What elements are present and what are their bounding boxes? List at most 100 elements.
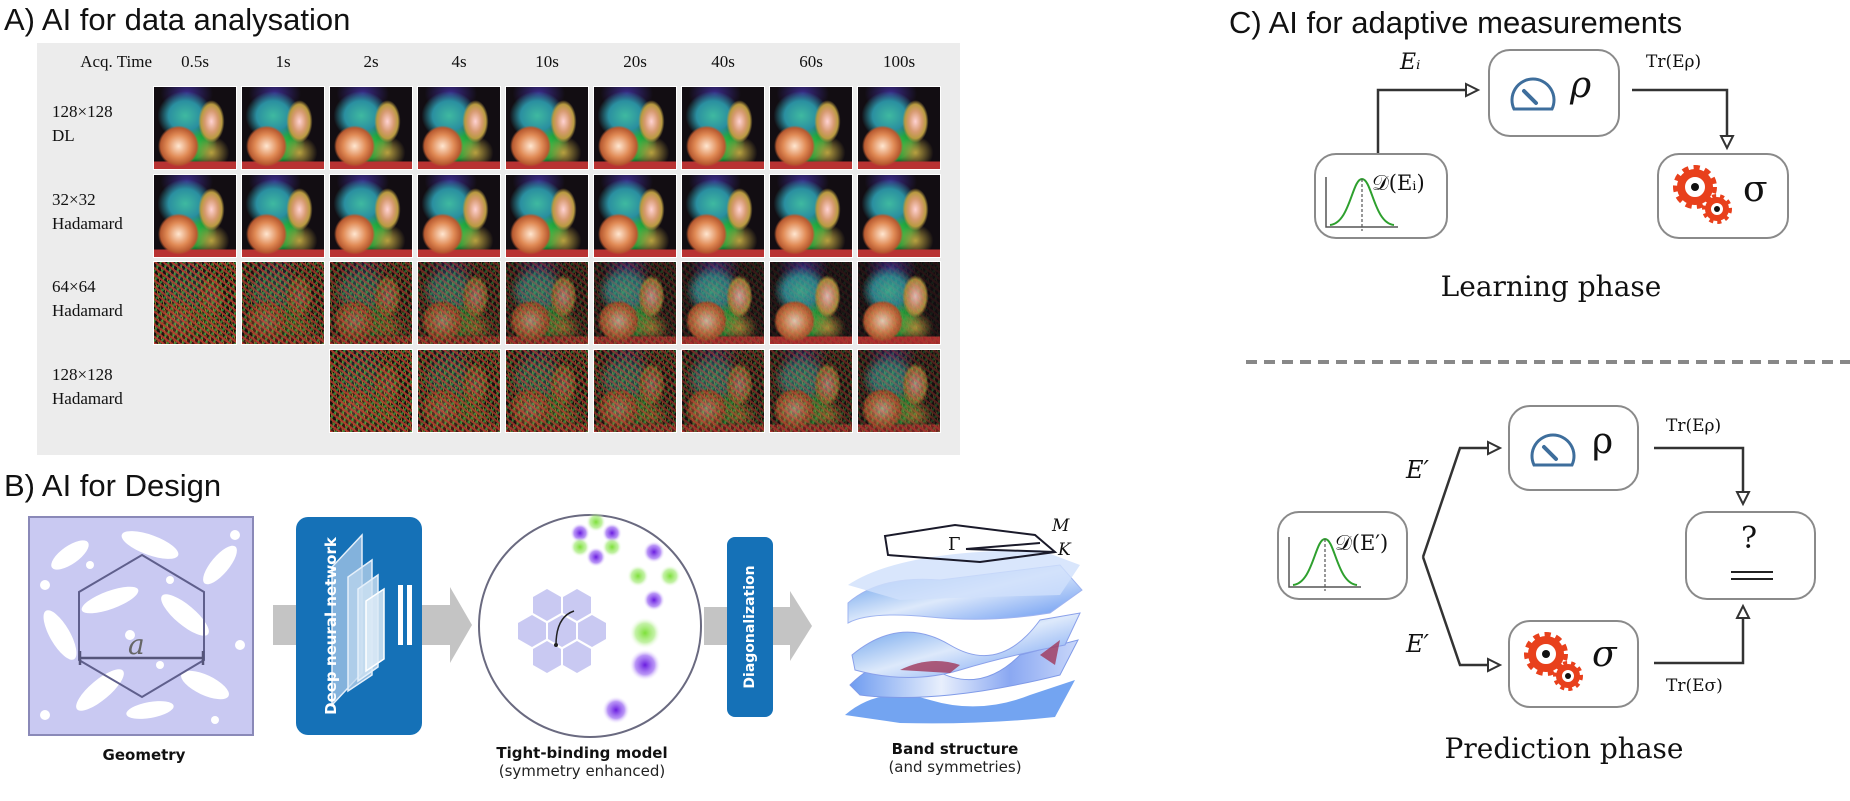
input-e-i-label: Eᵢ [1400,50,1421,75]
geometry-lattice [28,516,254,736]
reconstructed-image-thumbnail [769,174,853,258]
row-label-line1: 128×128 [52,102,113,121]
reconstructed-image-thumbnail [417,349,501,433]
reconstructed-image-thumbnail [857,174,941,258]
reconstructed-image-thumbnail [769,261,853,345]
distribution-curve-icon [1325,177,1398,231]
column-header: 4s [451,52,467,71]
distribution-label: 𝒟(Eᵢ) [1372,171,1425,195]
acq-time-label: Acq. Time [80,52,152,71]
trace-sigma-label: Tr(Eσ) [1666,676,1723,696]
geometry-caption: Geometry [103,746,186,764]
diagonalization-box [727,537,773,717]
tight-binding-model-circle [478,512,702,738]
tb-caption: Tight-binding model (symmetry enhanced) [496,744,667,780]
reconstructed-image-thumbnail [681,86,765,170]
design-pipeline-diagram [28,512,1083,738]
sigma-symbol: σ [1592,634,1617,675]
row-label-line2: DL [52,126,75,145]
reconstructed-image-thumbnail [681,174,765,258]
row-label-line1: 32×32 [52,190,96,209]
reconstructed-image-thumbnail [329,261,413,345]
equals-bar-top [1731,571,1773,573]
column-header: 1s [275,52,291,71]
reconstructed-image-thumbnail [857,349,941,433]
reconstructed-image-thumbnail [153,86,237,170]
column-header: 40s [711,52,735,71]
reconstructed-image-thumbnail [241,174,325,258]
reconstructed-image-thumbnail [417,86,501,170]
equals-bar-bottom [1731,578,1773,580]
gears-icon [1673,165,1732,224]
prediction-rho-box: ρ [1508,405,1639,491]
reconstructed-image-thumbnail [593,86,677,170]
prediction-sigma-box: σ [1508,620,1639,708]
geometry-label: Geometry [102,746,186,764]
reconstructed-image-thumbnail [681,261,765,345]
band-label: Band structure [891,740,1019,758]
trace-rho-label: Tr(Eρ) [1666,416,1722,436]
column-header: 20s [623,52,647,71]
reconstructed-image-thumbnail [241,86,325,170]
gauge-icon [1530,433,1576,467]
row-label-line2: Hadamard [52,214,123,233]
reconstructed-image-thumbnail [769,86,853,170]
reconstructed-image-thumbnail [329,174,413,258]
band-sublabel: (and symmetries) [888,758,1022,776]
rho-symbol: ρ [1592,421,1614,462]
sigma-symbol: σ [1743,169,1768,210]
lattice-constant-label: a [128,628,145,661]
reconstructed-image-thumbnail [681,349,765,433]
prediction-phase-label: Prediction phase [1444,732,1684,765]
row-label-line1: 128×128 [52,365,113,384]
reconstructed-image-thumbnail [153,174,237,258]
gamma-point-label: Γ [948,534,961,555]
reconstructed-image-thumbnail [593,261,677,345]
row-label-line1: 64×64 [52,277,96,296]
distribution-curve-icon [1288,537,1361,591]
gears-icon [1524,632,1583,691]
gauge-icon [1510,77,1556,111]
column-header: 2s [363,52,379,71]
column-header: 0.5s [181,52,209,71]
learning-sigma-box: σ [1657,153,1789,239]
panel-a-title: A) AI for data analysation [4,2,351,37]
column-header: 60s [799,52,823,71]
comparison-box: ? [1685,511,1816,600]
distribution-label: 𝒟(E′) [1335,531,1389,555]
reconstructed-image-thumbnail [417,261,501,345]
learning-distribution-box: 𝒟(Eᵢ) [1314,153,1448,239]
reconstructed-image-thumbnail [593,174,677,258]
reconstructed-image-thumbnail [505,349,589,433]
column-header: 100s [882,52,916,71]
m-point-label: M [1052,516,1070,536]
learning-rho-box: ρ [1488,49,1620,137]
reconstructed-image-thumbnail [769,349,853,433]
tb-sublabel: (symmetry enhanced) [498,762,666,780]
row-label-line2: Hadamard [52,301,123,320]
reconstructed-image-thumbnail [153,261,237,345]
reconstructed-image-thumbnail [505,86,589,170]
input-e-prime-top: E′ [1406,456,1429,484]
reconstructed-image-thumbnail [329,349,413,433]
input-e-prime-bottom: E′ [1406,630,1429,658]
question-mark: ? [1741,521,1758,556]
prediction-distribution-box: 𝒟(E′) [1277,511,1408,600]
band-caption: Band structure (and symmetries) [888,740,1021,776]
panel-b-title: B) AI for Design [4,468,222,503]
reconstructed-image-thumbnail [505,174,589,258]
reconstructed-image-thumbnail [857,261,941,345]
k-point-label: K [1058,540,1071,560]
rho-symbol: ρ [1570,65,1592,106]
deep-neural-network-box [296,517,422,735]
reconstructed-image-thumbnail [241,261,325,345]
band-structure-plot [845,523,1083,724]
tb-label: Tight-binding model [496,744,668,762]
reconstructed-image-thumbnail [593,349,677,433]
reconstructed-image-thumbnail [329,86,413,170]
